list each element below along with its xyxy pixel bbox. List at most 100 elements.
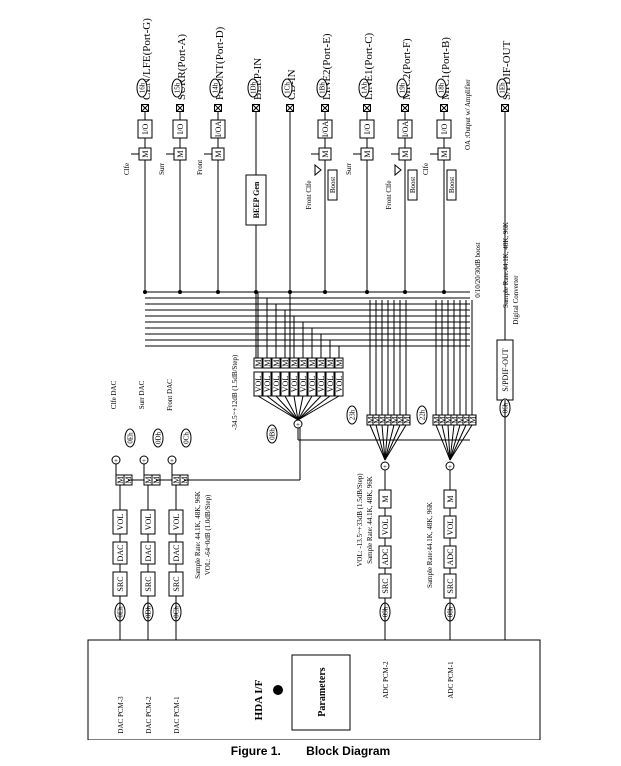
mixer-vol: VOL [280, 371, 290, 397]
svg-text:0Bh: 0Bh [269, 428, 277, 440]
dac-pcm-label: DAC PCM-3 [117, 696, 125, 734]
boost-label: Boost [409, 177, 417, 193]
dac-pcm-label: DAC PCM-2 [145, 696, 153, 734]
mixer-vol: VOL [298, 371, 308, 397]
io-box: I/OA [210, 119, 226, 139]
dac-src: SRC [112, 571, 128, 597]
spdif-rate: Sample Rate:44.1K, 48K, 96K [502, 222, 510, 308]
svg-text:VOL: VOL [290, 376, 299, 393]
port-pin-icon [252, 104, 260, 112]
svg-text:SRC: SRC [446, 578, 455, 593]
svg-text:M: M [440, 150, 449, 157]
svg-text:0Dh: 0Dh [155, 431, 163, 444]
svg-text:1Eh: 1Eh [499, 82, 507, 94]
digital-converter-label: Digital Converter [512, 275, 520, 325]
mix-nid-badge: 0Ch [180, 428, 192, 448]
mixer-mute: M [271, 357, 281, 369]
svg-text:+: + [448, 463, 452, 471]
svg-text:I/OA: I/OA [401, 121, 410, 138]
port-pin-icon [141, 104, 149, 112]
mixer-vol: VOL [334, 371, 344, 397]
svg-text:M: M [379, 416, 388, 423]
boost-block: Boost [407, 169, 418, 201]
mix-nid-badge: 0Eh [124, 428, 136, 448]
hda-if-label: HDA I/F [253, 679, 265, 720]
io-box: I/O [359, 119, 375, 139]
svg-text:M: M [335, 359, 344, 366]
port-pin-icon [401, 104, 409, 112]
svg-text:M: M [367, 416, 376, 423]
port-io-block: I/O M Surr [158, 112, 188, 290]
svg-text:M: M [439, 416, 448, 423]
dac-route-label: Clfe DAC [110, 380, 118, 409]
dac-route-label: Surr DAC [138, 380, 146, 409]
dac-out-sum: + [167, 455, 177, 465]
adc-vol: VOL [443, 515, 457, 539]
svg-text:VOL: VOL [281, 376, 290, 393]
front-clfe-label: Front Clfe [385, 181, 393, 210]
adc-mux-nid: 23h [346, 405, 358, 425]
adc-mux-nid: 22h [416, 405, 428, 425]
adc-mux-mute: M [402, 414, 412, 426]
port-nid-badge: 1Ah [358, 78, 370, 98]
svg-text:M: M [144, 476, 153, 483]
mixer-mute: M [298, 357, 308, 369]
port-source-label: Surr [158, 162, 166, 175]
dac-vol: VOL [112, 509, 128, 535]
svg-text:15h: 15h [174, 82, 182, 93]
svg-text:M: M [397, 416, 406, 423]
dac-src: SRC [168, 571, 184, 597]
svg-text:M: M [317, 359, 326, 366]
svg-text:I/O: I/O [176, 123, 185, 134]
adc-pcm-label: ADC PCM-1 [447, 661, 455, 699]
junction-dot [403, 290, 407, 294]
mixer-vol: VOL [316, 371, 326, 397]
mute-box: M [173, 147, 187, 161]
dac-src: SRC [140, 571, 156, 597]
svg-text:M: M [469, 416, 478, 423]
svg-text:M: M [308, 359, 317, 366]
mixer-mute: M [262, 357, 272, 369]
junction-dot [254, 290, 258, 294]
boost-block: Boost [327, 169, 338, 201]
svg-text:M: M [401, 150, 410, 157]
io-box: I/OA [397, 119, 413, 139]
svg-text:M: M [299, 359, 308, 366]
io-box: I/OA [317, 119, 333, 139]
port-nid-badge: 1Dh [247, 78, 259, 98]
adc-src: SRC [443, 573, 457, 599]
svg-text:DAC: DAC [144, 545, 153, 562]
junction-dot [442, 290, 446, 294]
svg-text:18h: 18h [438, 82, 446, 93]
adc-mux-sum: + [380, 461, 390, 471]
mixer-vol: VOL [289, 371, 299, 397]
boost-block: Boost [446, 169, 457, 201]
mixer-sum: + [293, 419, 303, 429]
svg-text:M: M [385, 416, 394, 423]
figure-number: Figure 1. [230, 744, 281, 758]
port-surr-port-a-: SURR(Port-A)15h [171, 34, 188, 112]
svg-text:S/PDIF-OUT: S/PDIF-OUT [501, 348, 510, 391]
dac-sample-rate: Sample Rate: 44.1K, 48K, 96K [194, 491, 202, 579]
svg-text:M: M [373, 416, 382, 423]
port-pin-icon [363, 104, 371, 112]
junction-dot [216, 290, 220, 294]
svg-text:+: + [114, 457, 118, 465]
beep-gen-block: BEEP Gen [245, 112, 267, 365]
svg-text:VOL: VOL [254, 376, 263, 393]
mixer-mute: M [334, 357, 344, 369]
port-pin-icon [440, 104, 448, 112]
mixer-vol: VOL [262, 371, 272, 397]
signal-bus: I/OMClfeI/OMSurrI/OAMFrontI/OAMI/OMSurrI… [123, 79, 520, 640]
